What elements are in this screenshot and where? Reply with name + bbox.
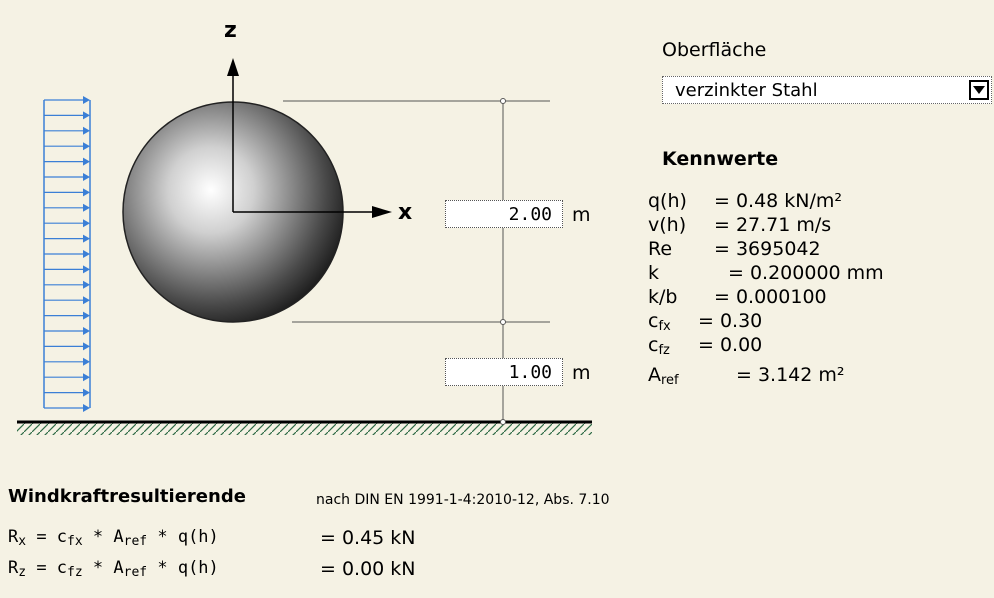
kennwerte-title: Kennwerte xyxy=(662,148,779,170)
wind-arrowhead xyxy=(83,327,90,335)
wind-arrowhead xyxy=(83,357,90,366)
wind-arrowhead xyxy=(83,96,90,104)
windkraft-reference: nach DIN EN 1991-1-4:2010-12, Abs. 7.10 xyxy=(316,492,610,508)
dim-node xyxy=(500,419,506,425)
wind-arrowhead xyxy=(83,157,90,166)
wind-arrowhead xyxy=(83,203,90,212)
x-axis-arrowhead xyxy=(372,206,392,218)
wind-arrowhead xyxy=(83,126,90,135)
surface-label: Oberfläche xyxy=(662,39,767,61)
wind-arrowhead xyxy=(83,219,90,228)
wind-arrowhead xyxy=(83,188,90,197)
z-axis-arrowhead xyxy=(227,58,239,76)
surface-dropdown[interactable]: verzinkter Stahl xyxy=(662,76,992,104)
wind-arrowhead xyxy=(83,250,90,258)
dim-node xyxy=(500,98,506,104)
wind-arrowhead xyxy=(83,280,90,289)
wind-arrowhead xyxy=(83,142,90,151)
dropdown-arrow-icon[interactable] xyxy=(969,80,989,100)
wind-arrowhead xyxy=(83,234,90,243)
ground-clearance-input[interactable]: 1.00 xyxy=(445,358,563,386)
windkraft-title: Windkraftresultierende xyxy=(8,486,246,507)
wind-arrowhead xyxy=(83,173,90,181)
z-axis-label: z xyxy=(224,18,237,43)
ground-hatch xyxy=(17,423,592,435)
wind-load-arrows xyxy=(43,96,91,412)
clearance-unit: m xyxy=(572,362,591,384)
x-axis-label: x xyxy=(398,200,413,225)
wind-arrowhead xyxy=(83,404,90,412)
wind-arrowhead xyxy=(83,342,90,351)
diameter-unit: m xyxy=(572,204,591,226)
wind-arrowhead xyxy=(83,111,90,120)
wind-arrowhead xyxy=(83,388,90,397)
dim-node xyxy=(500,319,506,325)
wind-arrowhead xyxy=(83,296,90,305)
surface-selected-value: verzinkter Stahl xyxy=(675,80,818,101)
wind-arrowhead xyxy=(83,311,90,320)
wind-arrowhead xyxy=(83,373,90,382)
sphere-diameter-input[interactable]: 2.00 xyxy=(445,200,563,228)
wind-arrowhead xyxy=(83,265,90,274)
